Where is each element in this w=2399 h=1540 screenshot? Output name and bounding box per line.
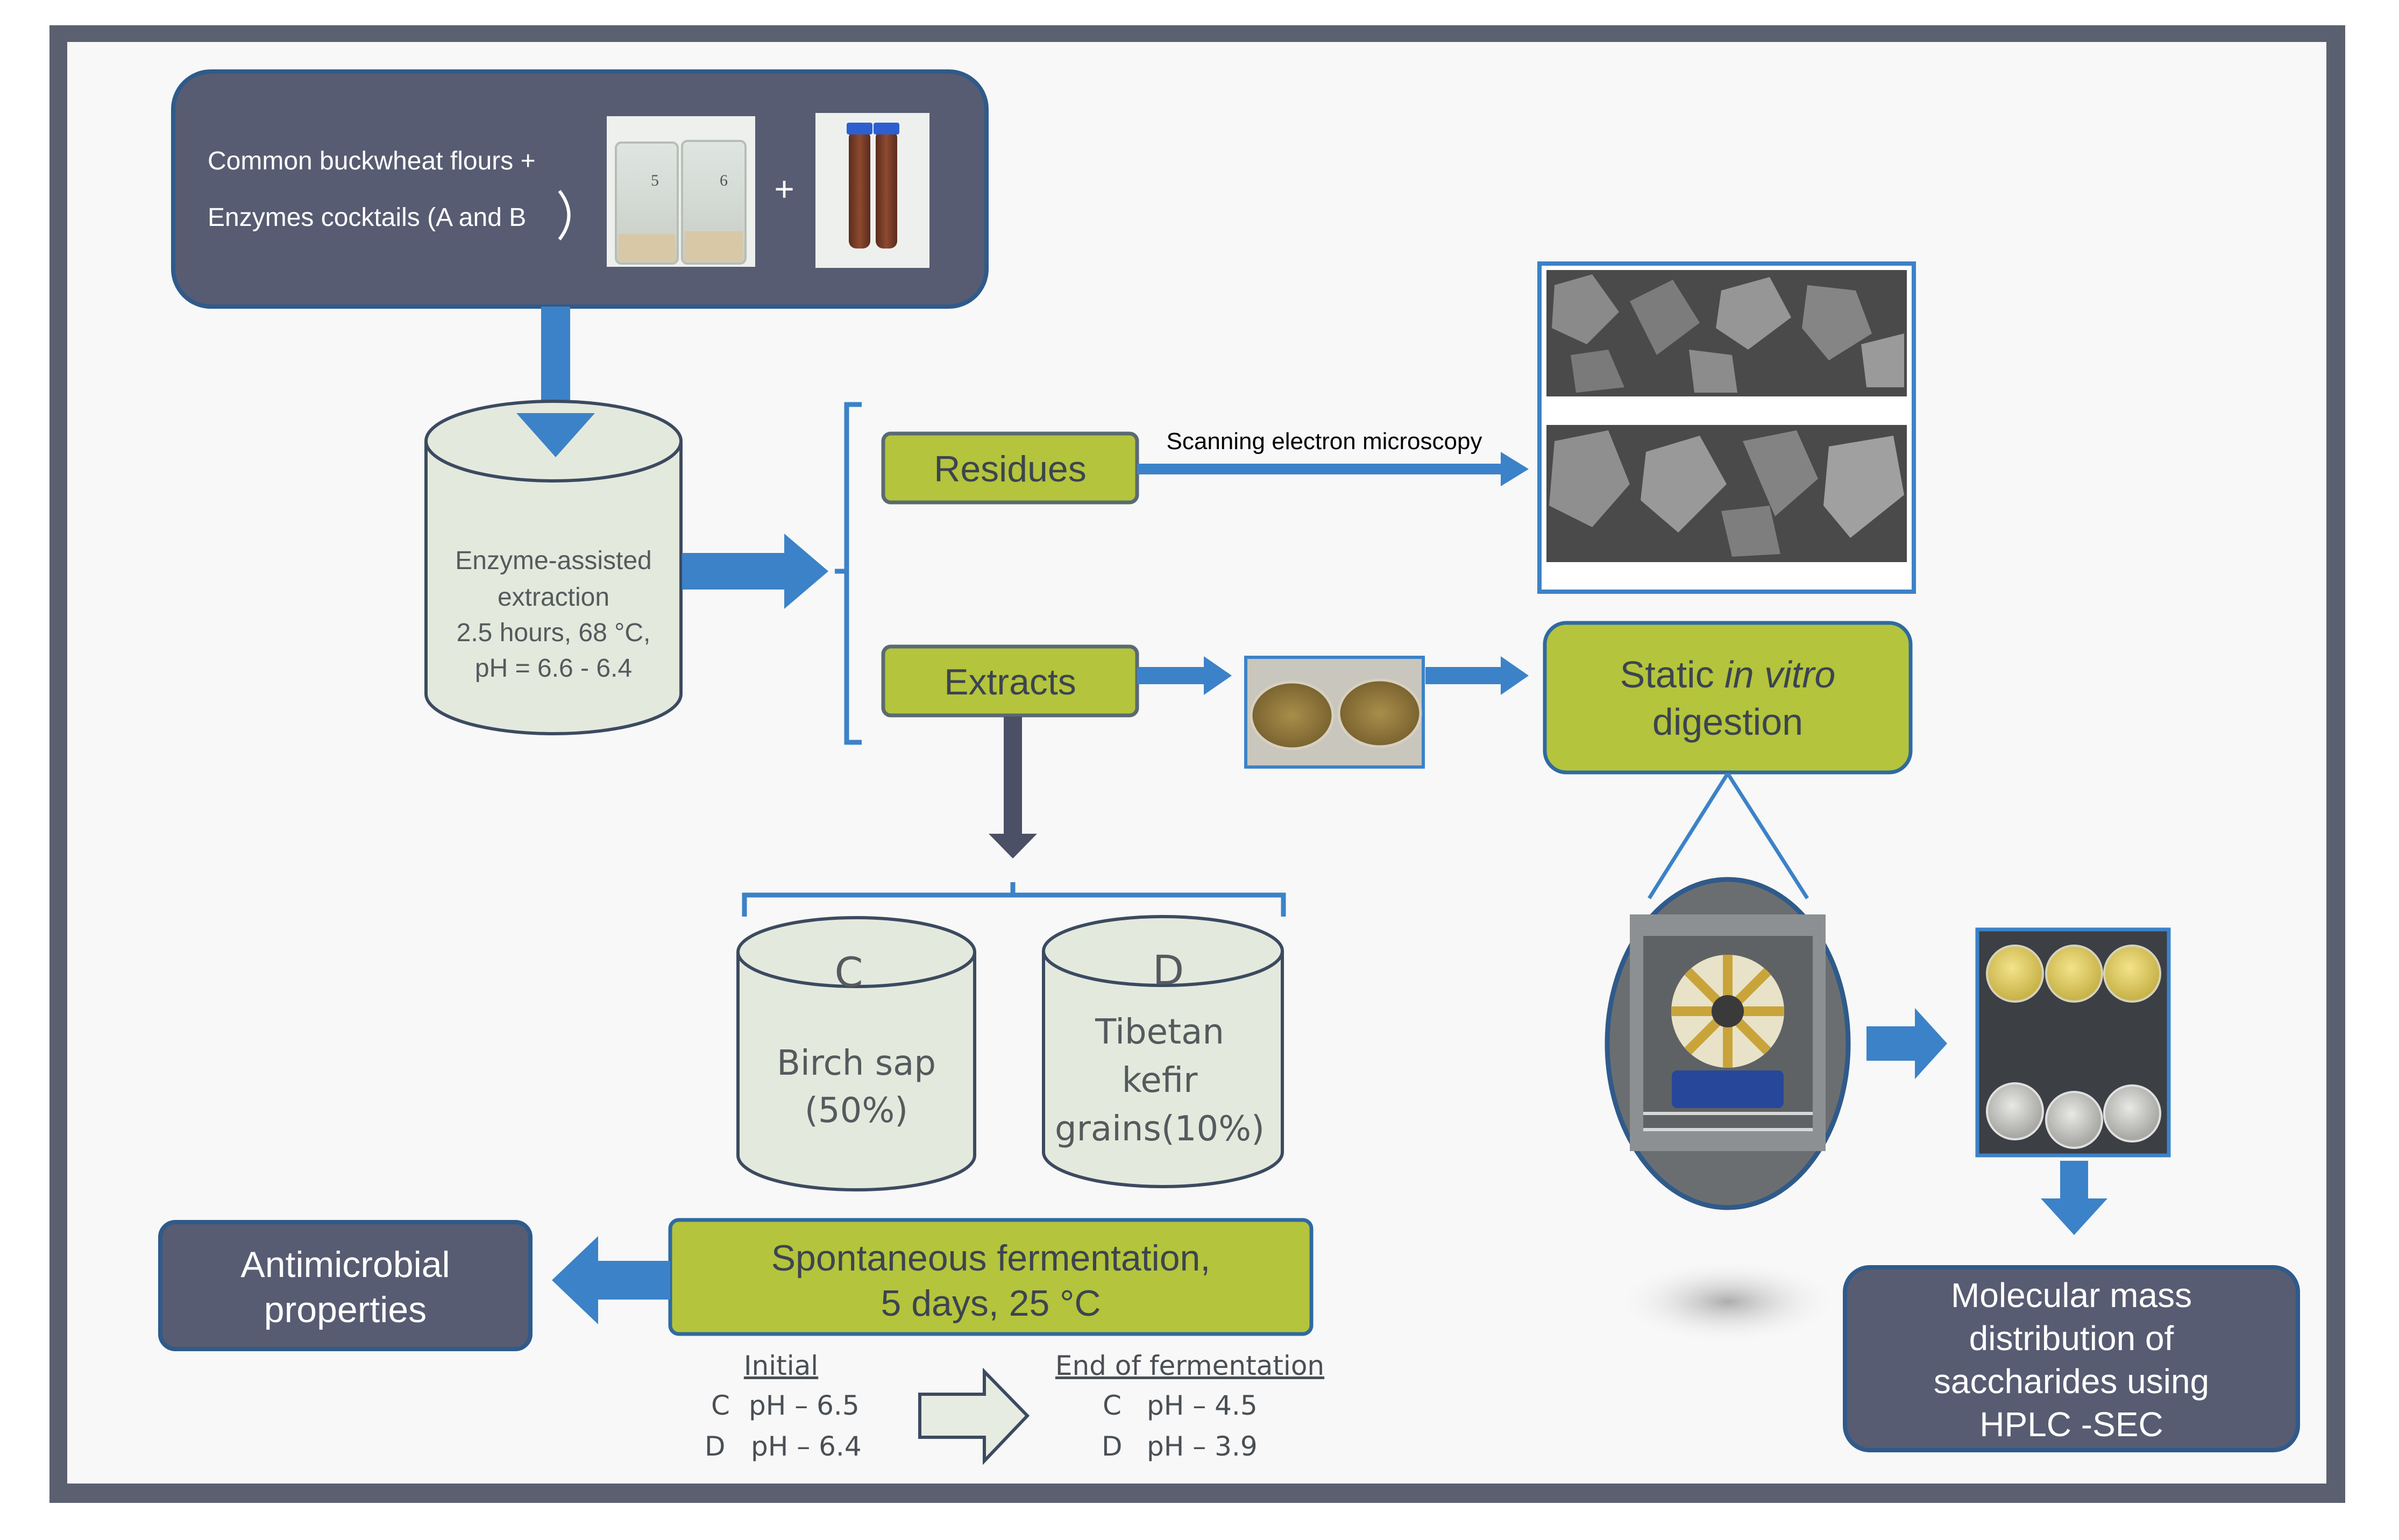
- cylinder-c-line-2: (50%): [805, 1091, 908, 1131]
- fermentation-line-2: 5 days, 25 °C: [881, 1283, 1101, 1324]
- molecular-line-4: HPLC -SEC: [1979, 1405, 2163, 1444]
- arrow-incubator-to-dishes: [1866, 1008, 1947, 1079]
- closing-paren-icon: [558, 190, 571, 240]
- extraction-line-1: Enzyme-assisted: [455, 547, 651, 575]
- antimicrobial-line-1: Antimicrobial: [240, 1244, 450, 1285]
- molecular-box: [1843, 1265, 2300, 1452]
- incubator-photo: [1605, 877, 1851, 1210]
- extraction-line-3: 2.5 hours, 68 °C,: [457, 619, 651, 647]
- cylinder-c: [736, 916, 976, 1191]
- cylinder-d-line-1: Tibetan: [1095, 1012, 1224, 1052]
- ph-change-arrow: [918, 1367, 1030, 1465]
- cylinder-d-letter: D: [1153, 946, 1184, 994]
- ph-end-d-value: pH – 3.9: [1147, 1431, 1258, 1462]
- sem-micrographs: [1537, 261, 1916, 594]
- ph-initial-d-value: pH – 6.4: [751, 1431, 862, 1462]
- digestion-line-1: Static in vitro: [1620, 654, 1836, 696]
- molecular-line-3: saccharides using: [1934, 1362, 2209, 1401]
- enzyme-tubes-photo: [815, 113, 929, 268]
- extraction-line-4: pH = 6.6 - 6.4: [475, 654, 632, 683]
- svg-text:5: 5: [651, 172, 659, 189]
- residues-label: Residues: [934, 449, 1087, 489]
- arrow-fermentation-to-antimicrobial: [552, 1236, 670, 1324]
- ph-initial-heading: Initial: [744, 1350, 818, 1381]
- arrow-extraction-to-bracket: [682, 534, 828, 609]
- ph-end-c-value: pH – 4.5: [1147, 1390, 1258, 1421]
- antimicrobial-line-2: properties: [264, 1289, 427, 1330]
- cylinder-c-line-1: Birch sap: [777, 1044, 936, 1083]
- digestion-line-1-pre: Static: [1620, 654, 1725, 696]
- zoom-lines: [1648, 772, 1809, 899]
- arrow-residues-to-sem: [1137, 452, 1529, 486]
- floor-shadow: [1612, 1258, 1843, 1346]
- digestion-box: [1543, 621, 1913, 775]
- antimicrobial-box: [158, 1220, 533, 1351]
- ph-end-c-sample: C: [1103, 1390, 1122, 1421]
- arrow-extracts-to-fermentation: [989, 716, 1037, 858]
- arrow-dishes-to-molecular: [2041, 1161, 2107, 1235]
- extraction-line-2: extraction: [498, 583, 609, 612]
- digestion-line-1-italic: in vitro: [1724, 654, 1835, 696]
- molecular-line-1: Molecular mass: [1951, 1276, 2192, 1315]
- start-line-1: Common buckwheat flours +: [208, 147, 536, 175]
- arrow-dishes-to-digestion: [1425, 656, 1529, 695]
- split-bracket: [835, 402, 862, 745]
- extract-dishes-photo: [1244, 656, 1425, 769]
- cylinder-d-line-3: grains(10%): [1055, 1109, 1265, 1149]
- ph-initial-d-sample: D: [705, 1431, 726, 1462]
- ph-initial-c-sample: C: [711, 1390, 730, 1421]
- ph-end-d-sample: D: [1102, 1431, 1123, 1462]
- fermentation-line-1: Spontaneous fermentation,: [771, 1238, 1211, 1279]
- plus-sign: +: [774, 169, 794, 208]
- start-line-2: Enzymes cocktails (A and B: [208, 203, 526, 232]
- svg-text:6: 6: [720, 172, 728, 189]
- ph-initial-c-value: pH – 6.5: [749, 1390, 860, 1421]
- sem-arrow-label: Scanning electron microscopy: [1167, 428, 1482, 455]
- extracts-label: Extracts: [944, 662, 1076, 702]
- start-box: [171, 69, 989, 309]
- digested-dishes-photo: [1975, 927, 2171, 1158]
- arrow-start-tip: [516, 413, 595, 457]
- cylinder-c-letter: C: [834, 948, 863, 996]
- cylinder-d: [1042, 915, 1284, 1188]
- molecular-line-2: distribution of: [1969, 1319, 2174, 1358]
- arrow-extracts-to-dishes: [1137, 656, 1232, 695]
- fermentation-bracket: [742, 882, 1286, 917]
- ph-end-heading: End of fermentation: [1055, 1350, 1324, 1381]
- cylinder-d-line-2: kefir: [1122, 1061, 1198, 1101]
- buckwheat-jars-photo: 5 6: [607, 116, 755, 267]
- digestion-line-2: digestion: [1652, 701, 1803, 743]
